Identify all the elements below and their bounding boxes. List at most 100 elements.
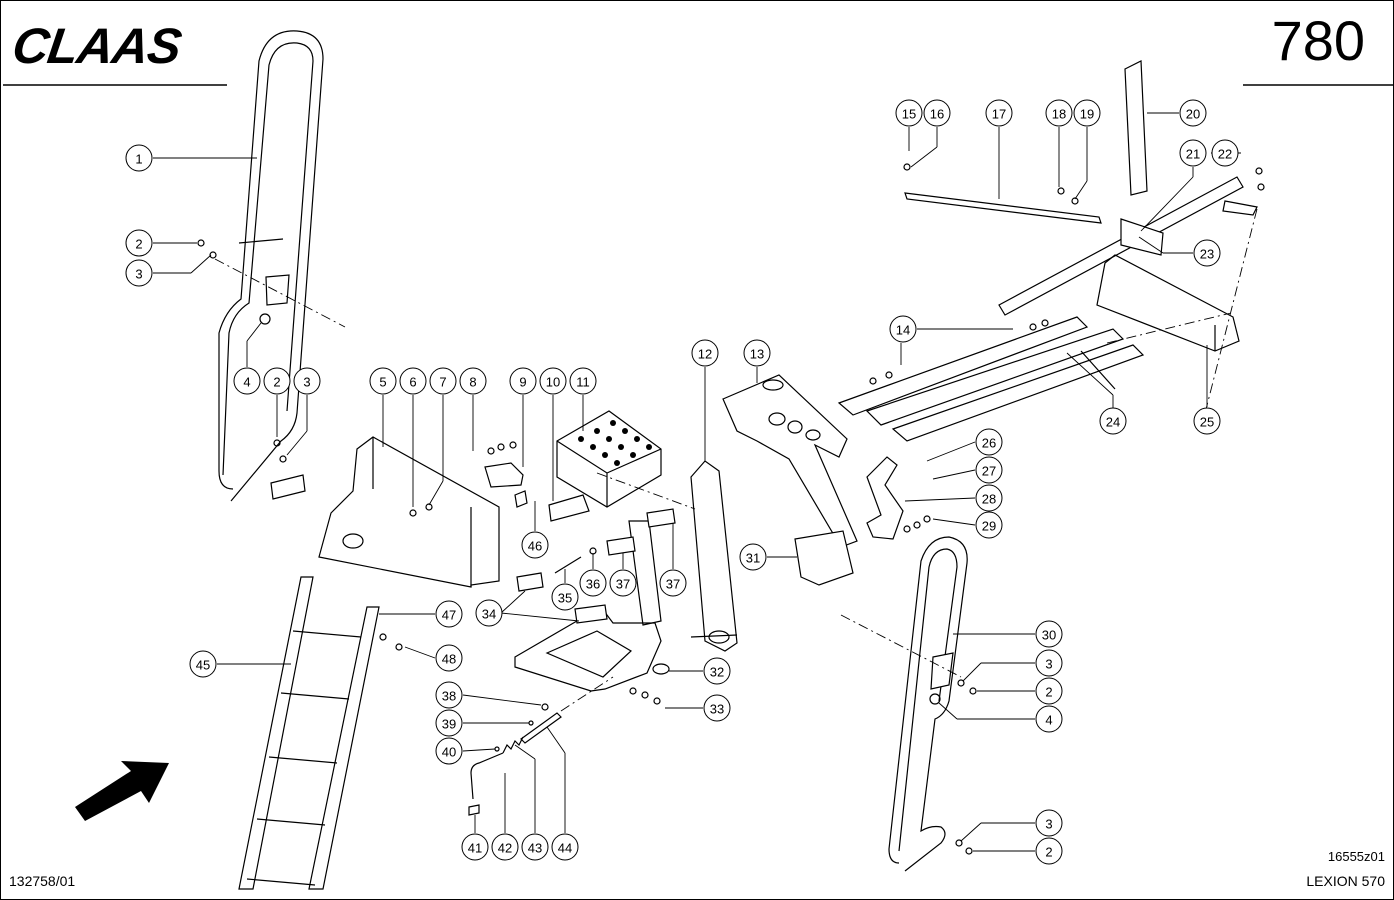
callout-circle bbox=[703, 694, 731, 722]
callout-circle bbox=[125, 229, 153, 257]
callout-number: 21 bbox=[1186, 147, 1200, 162]
callout-number: 14 bbox=[896, 323, 910, 338]
leader-lines bbox=[153, 112, 1241, 852]
callout-circle bbox=[435, 709, 463, 737]
callout-number: 24 bbox=[1106, 415, 1120, 430]
callout-number: 7 bbox=[439, 375, 446, 390]
callout-38: 38 bbox=[435, 681, 463, 709]
callout-circle bbox=[895, 99, 923, 127]
callout-number: 34 bbox=[482, 607, 496, 622]
callout-44: 44 bbox=[551, 833, 579, 861]
callout-37: 37 bbox=[659, 569, 687, 597]
part-handrail-left bbox=[218, 30, 324, 502]
callout-circle bbox=[1211, 139, 1239, 167]
callout-circle bbox=[189, 650, 217, 678]
callout-number: 2 bbox=[1045, 685, 1052, 700]
callout-2: 2 bbox=[1035, 677, 1063, 705]
part-pins bbox=[468, 712, 562, 816]
callout-circle bbox=[691, 339, 719, 367]
callout-circle bbox=[975, 484, 1003, 512]
callout-circle bbox=[1193, 407, 1221, 435]
callout-number: 2 bbox=[273, 375, 280, 390]
document-number: 132758/01 bbox=[9, 873, 76, 889]
callout-number: 1 bbox=[135, 152, 142, 167]
callout-number: 47 bbox=[442, 608, 456, 623]
callout-circle bbox=[985, 99, 1013, 127]
callout-number: 22 bbox=[1218, 147, 1232, 162]
callout-number: 4 bbox=[1045, 713, 1052, 728]
callout-circle bbox=[889, 315, 917, 343]
callout-circle bbox=[435, 681, 463, 709]
callout-number: 31 bbox=[746, 551, 760, 566]
callout-number: 2 bbox=[135, 237, 142, 252]
callout-3: 3 bbox=[293, 367, 321, 395]
callout-circle bbox=[459, 367, 487, 395]
callout-2: 2 bbox=[263, 367, 291, 395]
callout-circle bbox=[1099, 407, 1127, 435]
part-link bbox=[866, 456, 904, 540]
callout-47: 47 bbox=[435, 600, 463, 628]
callout-number: 33 bbox=[710, 702, 724, 717]
callout-number: 25 bbox=[1200, 415, 1214, 430]
callout-circle bbox=[521, 531, 549, 559]
callout-43: 43 bbox=[521, 833, 549, 861]
callout-circle bbox=[551, 583, 579, 611]
callout-number: 48 bbox=[442, 652, 456, 667]
callout-circle bbox=[739, 543, 767, 571]
part-platform-plate bbox=[318, 436, 500, 588]
callout-19: 19 bbox=[1073, 99, 1101, 127]
callout-45: 45 bbox=[189, 650, 217, 678]
callout-number: 27 bbox=[982, 464, 996, 479]
callout-39: 39 bbox=[435, 709, 463, 737]
callout-circle bbox=[369, 367, 397, 395]
callout-3: 3 bbox=[1035, 809, 1063, 837]
drawing-reference: 16555z01 bbox=[1327, 849, 1385, 864]
callout-circle bbox=[475, 599, 503, 627]
callout-20: 20 bbox=[1179, 99, 1207, 127]
callout-37: 37 bbox=[609, 569, 637, 597]
callout-circle bbox=[125, 259, 153, 287]
callout-number: 30 bbox=[1042, 628, 1056, 643]
callout-27: 27 bbox=[975, 456, 1003, 484]
callout-4: 4 bbox=[1035, 705, 1063, 733]
callout-10: 10 bbox=[539, 367, 567, 395]
callout-2: 2 bbox=[1035, 837, 1063, 865]
callout-number: 37 bbox=[666, 577, 680, 592]
callout-13: 13 bbox=[743, 339, 771, 367]
part-handrail-right bbox=[888, 536, 968, 872]
callout-23: 23 bbox=[1193, 239, 1221, 267]
callout-circle bbox=[293, 367, 321, 395]
callout-number: 2 bbox=[1045, 845, 1052, 860]
callout-12: 12 bbox=[691, 339, 719, 367]
callout-3: 3 bbox=[125, 259, 153, 287]
callout-number: 3 bbox=[1045, 817, 1052, 832]
callout-circle bbox=[429, 367, 457, 395]
callout-number: 19 bbox=[1080, 107, 1094, 122]
callout-circle bbox=[743, 339, 771, 367]
part-struts bbox=[904, 60, 1258, 316]
callout-circle bbox=[1045, 99, 1073, 127]
callout-22: 22 bbox=[1211, 139, 1239, 167]
callout-40: 40 bbox=[435, 737, 463, 765]
callout-number: 28 bbox=[982, 492, 996, 507]
callout-46: 46 bbox=[521, 531, 549, 559]
callout-number: 8 bbox=[469, 375, 476, 390]
callout-circle bbox=[435, 644, 463, 672]
callout-circle bbox=[125, 144, 153, 172]
callout-17: 17 bbox=[985, 99, 1013, 127]
callout-number: 43 bbox=[528, 841, 542, 856]
direction-arrow-icon bbox=[75, 761, 169, 821]
callout-48: 48 bbox=[435, 644, 463, 672]
callout-number: 36 bbox=[586, 577, 600, 592]
callout-35: 35 bbox=[551, 583, 579, 611]
callout-circle bbox=[1035, 809, 1063, 837]
callout-21: 21 bbox=[1179, 139, 1207, 167]
callout-circle bbox=[975, 511, 1003, 539]
callout-number: 15 bbox=[902, 107, 916, 122]
callout-32: 32 bbox=[703, 657, 731, 685]
callout-42: 42 bbox=[491, 833, 519, 861]
callout-circle bbox=[1035, 649, 1063, 677]
callout-number: 3 bbox=[303, 375, 310, 390]
callout-number: 4 bbox=[243, 375, 250, 390]
